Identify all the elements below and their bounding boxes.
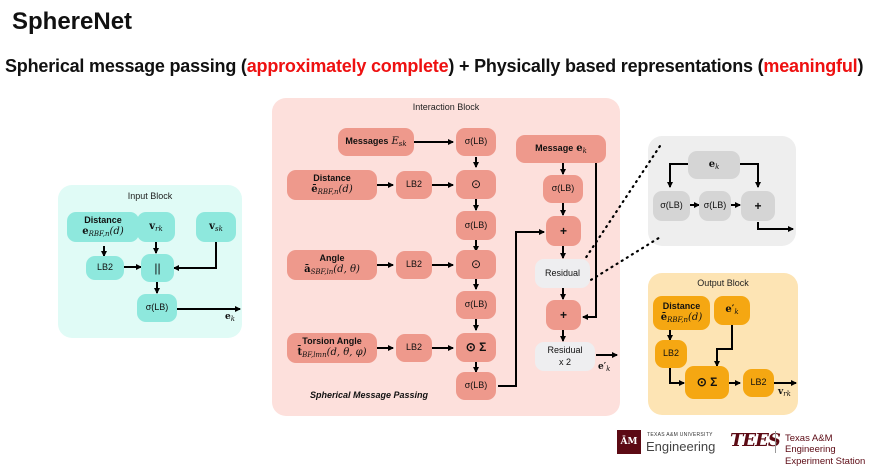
sigma-lb-node-2: σ(LB) <box>456 211 496 240</box>
wire-eprime-to-hsum <box>714 325 733 367</box>
plus-node-1: + <box>546 216 581 246</box>
residual-node: Residual <box>535 259 590 288</box>
distance-lb2-node: LB2 <box>396 171 432 199</box>
input-block-title: Input Block <box>127 191 173 201</box>
input-distance-math: eRBF,n(d) <box>82 226 124 239</box>
input-output-label: ek <box>225 312 235 323</box>
tees-divider <box>775 431 776 453</box>
zoom-line-top <box>581 141 664 264</box>
spherical-message-passing-caption: Spherical Message Passing <box>310 390 429 400</box>
zoom-line-bottom <box>584 234 664 285</box>
interaction-output-label: e′k <box>598 362 611 373</box>
residual-sigma-lb-node-1: σ(LB) <box>653 191 690 221</box>
sigma-lb-node-5: σ(LB) <box>543 175 583 203</box>
input-lb2-node: LB2 <box>86 256 124 280</box>
wire-residual-out <box>757 222 794 232</box>
subtitle-part2: ) + Physically based representations ( <box>448 56 764 76</box>
residual-plus-node: + <box>741 191 775 221</box>
wire-ek-to-plus <box>740 163 761 188</box>
output-block-title: Output Block <box>697 278 749 288</box>
input-vs-node: vsk <box>196 212 236 242</box>
tamu-small-text: TEXAS A&M UNIVERSITY <box>647 432 713 438</box>
slide-subtitle: Spherical message passing (approximately… <box>5 56 863 77</box>
torsion-lb2-node: LB2 <box>396 334 432 362</box>
subtitle-part3: ) <box>857 56 864 76</box>
input-concat-node: || <box>141 254 174 282</box>
sigma-lb-node-4: σ(LB) <box>456 372 496 400</box>
subtitle-highlight-approx-complete: approximately complete <box>246 56 449 76</box>
input-distance-node: Distance eRBF,n(d) <box>67 212 139 242</box>
wire-lb2-to-hsum <box>669 368 685 386</box>
subtitle-highlight-meaningful: meaningful <box>763 56 858 76</box>
output-distance-node: Distance ēRBF,n(d) <box>653 296 710 330</box>
interaction-block-title: Interaction Block <box>412 102 480 112</box>
angle-lb2-node: LB2 <box>396 251 432 279</box>
hadamard-sum-node: ⊙ Σ <box>456 333 496 362</box>
wire-ek-to-sigma <box>667 163 688 188</box>
angle-node: Angle āSBF,ln(d, θ) <box>287 250 377 280</box>
hadamard-node-2: ⊙ <box>456 250 496 279</box>
wire-vs-to-concat <box>173 242 217 271</box>
input-vr-node: vrk <box>137 212 175 242</box>
output-lb2-node-b: LB2 <box>743 369 774 397</box>
residual-x2-node: Residual x 2 <box>535 342 595 371</box>
tees-text: Texas A&M Engineering Experiment Station <box>785 433 866 467</box>
subtitle-part1: Spherical message passing ( <box>5 56 247 76</box>
input-sigma-lb-node: σ(LB) <box>137 294 177 322</box>
output-eprime-node: e′k <box>714 296 750 325</box>
hadamard-node-1: ⊙ <box>456 170 496 199</box>
tamu-engineering-text: Engineering <box>646 439 716 454</box>
wire-sigma4-to-plus1 <box>498 229 545 387</box>
input-distance-label: Distance <box>84 215 122 225</box>
interaction-distance-node: Distance ēRBF,n(d) <box>287 170 377 200</box>
tees-logo-icon: TEES <box>730 430 781 451</box>
sigma-lb-node-1: σ(LB) <box>456 128 496 156</box>
tamu-logo-icon: ĀM <box>617 430 641 454</box>
residual-sigma-lb-node-2: σ(LB) <box>699 191 731 221</box>
torsion-angle-node: Torsion Angle t̄BF,lmn(d, θ, φ) <box>287 333 377 363</box>
output-vr-label: vrk <box>778 387 791 398</box>
plus-node-2: + <box>546 300 581 330</box>
slide-title: SphereNet <box>12 8 133 35</box>
wire-message-skip <box>582 150 597 320</box>
sigma-lb-node-3: σ(LB) <box>456 291 496 319</box>
output-lb2-node-a: LB2 <box>655 340 687 368</box>
residual-input-node: ek <box>688 151 740 179</box>
output-hadamard-sum-node: ⊙ Σ <box>685 366 729 399</box>
